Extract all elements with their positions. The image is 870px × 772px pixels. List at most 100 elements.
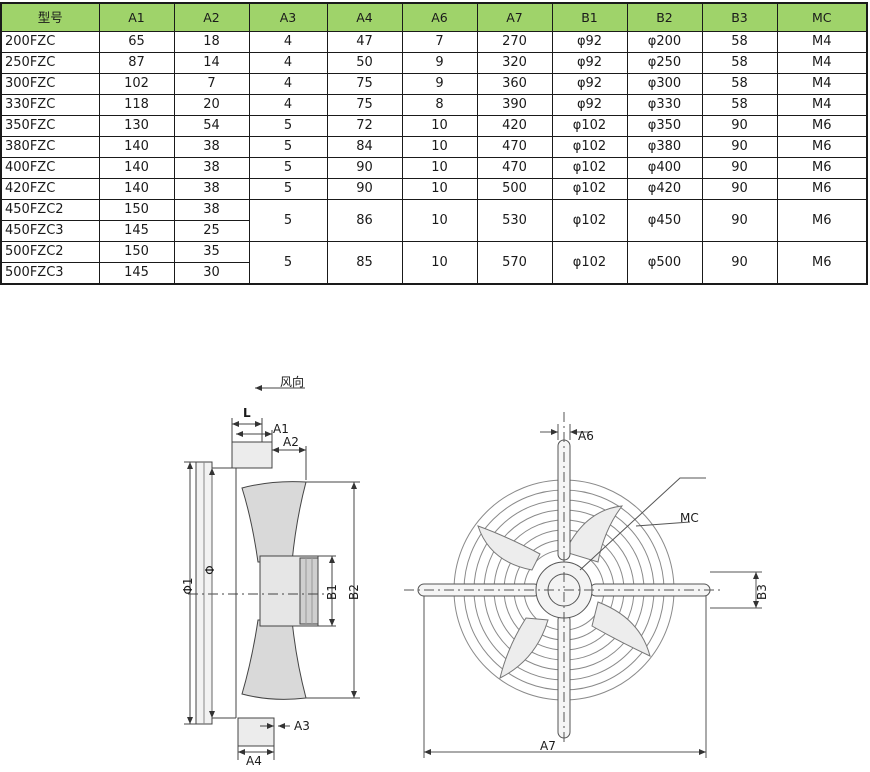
label-a4: A4 [246, 754, 262, 768]
cell-b2: φ300 [626, 73, 703, 95]
cell-a3: 5 [248, 136, 328, 158]
header-b2: B2 [626, 2, 703, 32]
cell-a2: 38 [173, 178, 250, 200]
cell-b3: 58 [701, 73, 778, 95]
header-a4: A4 [326, 2, 403, 32]
cell-a2: 14 [173, 52, 250, 74]
cell-mc: M4 [776, 31, 868, 53]
cell-mc: M6 [776, 241, 868, 285]
cell-a6: 10 [401, 199, 478, 242]
cell-mc: M6 [776, 136, 868, 158]
side-view [184, 385, 360, 760]
cell-a2: 30 [173, 262, 250, 285]
cell-mc: M6 [776, 115, 868, 137]
label-b3: B3 [755, 584, 769, 600]
drawing-svg: 风向 L A1 A2 Φ1 Φ B1 B2 A3 A4 [181, 374, 769, 768]
cell-b2: φ350 [626, 115, 703, 137]
cell-b3: 90 [701, 136, 778, 158]
cell-a6: 10 [401, 115, 478, 137]
cell-a1: 150 [98, 241, 175, 263]
cell-a6: 10 [401, 136, 478, 158]
cell-b2: φ400 [626, 157, 703, 179]
cell-a3: 5 [248, 241, 328, 285]
cell-b2: φ380 [626, 136, 703, 158]
cell-a7: 470 [476, 136, 553, 158]
cell-a7: 470 [476, 157, 553, 179]
cell-mc: M4 [776, 73, 868, 95]
cell-a2: 38 [173, 199, 250, 221]
cell-a1: 102 [98, 73, 175, 95]
cell-b1: φ92 [551, 31, 628, 53]
cell-b1: φ102 [551, 178, 628, 200]
cell-a3: 4 [248, 73, 328, 95]
cell-a1: 130 [98, 115, 175, 137]
header-a6: A6 [401, 2, 478, 32]
cell-model: 420FZC [0, 178, 100, 200]
cell-mc: M4 [776, 52, 868, 74]
cell-a6: 10 [401, 241, 478, 285]
cell-a7: 360 [476, 73, 553, 95]
cell-a2: 18 [173, 31, 250, 53]
cell-b1: φ92 [551, 52, 628, 74]
cell-a3: 5 [248, 115, 328, 137]
cell-b2: φ330 [626, 94, 703, 116]
cell-mc: M4 [776, 94, 868, 116]
cell-model: 400FZC [0, 157, 100, 179]
cell-a6: 10 [401, 157, 478, 179]
label-a6: A6 [578, 429, 594, 443]
cell-mc: M6 [776, 178, 868, 200]
cell-model: 300FZC [0, 73, 100, 95]
cell-a2: 25 [173, 220, 250, 242]
header-a1: A1 [98, 2, 175, 32]
cell-b3: 58 [701, 52, 778, 74]
label-l: L [243, 406, 251, 420]
cell-a1: 87 [98, 52, 175, 74]
cell-a3: 5 [248, 178, 328, 200]
cell-a2: 38 [173, 157, 250, 179]
cell-a1: 145 [98, 220, 175, 242]
label-a3: A3 [294, 719, 310, 733]
blade-lower [241, 619, 307, 700]
cell-a7: 390 [476, 94, 553, 116]
cell-b3: 90 [701, 199, 778, 242]
cell-a6: 8 [401, 94, 478, 116]
cell-b3: 90 [701, 115, 778, 137]
cell-a1: 140 [98, 178, 175, 200]
front-blades [477, 505, 651, 679]
cell-a2: 7 [173, 73, 250, 95]
cell-a4: 90 [326, 157, 403, 179]
label-a7: A7 [540, 739, 556, 753]
cell-a2: 54 [173, 115, 250, 137]
cell-b1: φ102 [551, 199, 628, 242]
cell-b1: φ92 [551, 94, 628, 116]
cell-a1: 150 [98, 199, 175, 221]
cell-a4: 72 [326, 115, 403, 137]
label-b2: B2 [347, 584, 361, 600]
cell-a1: 145 [98, 262, 175, 285]
side-view-labels: 风向 L A1 A2 Φ1 Φ B1 B2 A3 A4 [181, 374, 361, 768]
cell-b1: φ102 [551, 157, 628, 179]
cell-a6: 7 [401, 31, 478, 53]
cell-a6: 9 [401, 52, 478, 74]
cell-model: 250FZC [0, 52, 100, 74]
cell-a6: 10 [401, 178, 478, 200]
header-model: 型号 [0, 2, 100, 32]
cell-a4: 47 [326, 31, 403, 53]
header-mc: MC [776, 2, 868, 32]
cell-a1: 118 [98, 94, 175, 116]
cell-model: 350FZC [0, 115, 100, 137]
cell-a4: 85 [326, 241, 403, 285]
cell-model: 380FZC [0, 136, 100, 158]
header-b3: B3 [701, 2, 778, 32]
mc-leader [579, 477, 706, 571]
cell-b2: φ200 [626, 31, 703, 53]
label-b1: B1 [325, 584, 339, 600]
